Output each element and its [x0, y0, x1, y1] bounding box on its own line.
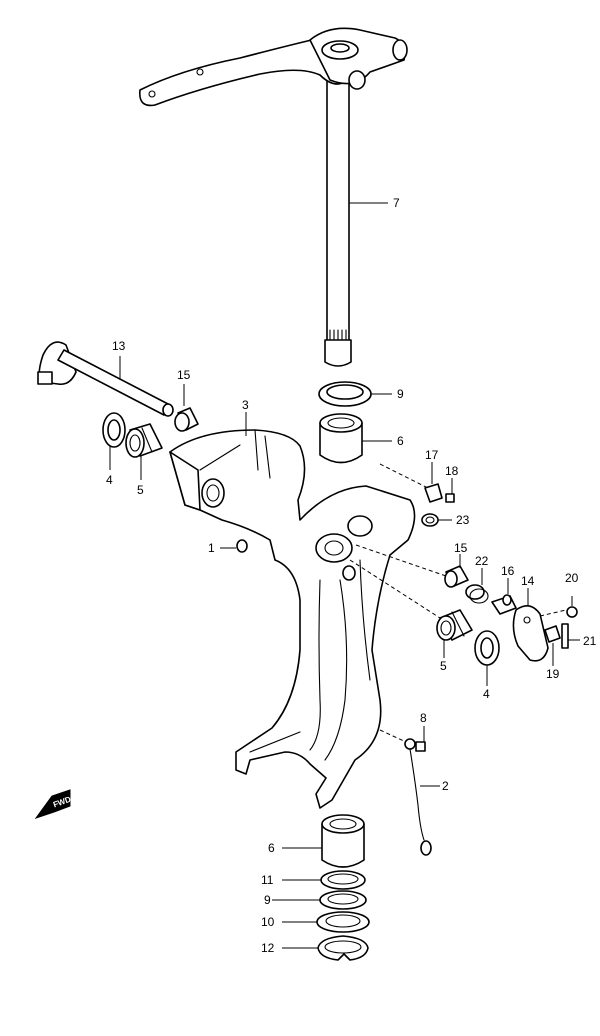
collar-15-right	[355, 544, 469, 588]
label-15-left: 15	[177, 368, 191, 382]
part-number-labels: 7 9 6 13 15 3 4 5 17 18 23 1 15 22 16 14…	[106, 196, 597, 955]
label-20: 20	[565, 571, 579, 585]
label-5-right: 5	[440, 659, 447, 673]
nut-19	[544, 625, 561, 666]
ground-wire-2	[379, 729, 440, 856]
bolt-18	[445, 478, 455, 503]
collar-15-left	[174, 384, 199, 432]
label-10: 10	[261, 915, 275, 929]
label-9-top: 9	[397, 387, 404, 401]
pin-21	[539, 609, 580, 649]
label-18: 18	[445, 464, 459, 478]
label-21: 21	[583, 634, 597, 648]
swivel-bracket-3	[169, 412, 416, 809]
steering-arm-shaft	[138, 27, 408, 367]
spring-22	[465, 568, 489, 604]
washer-4-right	[474, 630, 500, 686]
tilt-lock-14	[512, 588, 549, 662]
label-13: 13	[112, 339, 126, 353]
circlip-12	[282, 935, 369, 961]
label-11: 11	[261, 873, 274, 887]
label-4-left: 4	[106, 473, 113, 487]
label-4-right: 4	[483, 687, 490, 701]
label-8: 8	[420, 711, 427, 725]
label-1: 1	[208, 541, 215, 555]
label-17: 17	[425, 448, 439, 462]
label-12: 12	[261, 941, 275, 955]
label-3: 3	[242, 398, 249, 412]
clip-23	[421, 513, 452, 527]
label-22: 22	[475, 554, 489, 568]
washer-4-left	[102, 412, 126, 470]
bushing-6-top	[319, 413, 392, 464]
label-2: 2	[442, 779, 449, 793]
label-5-left: 5	[137, 483, 144, 497]
label-9-bottom: 9	[264, 893, 271, 907]
label-15-right: 15	[454, 541, 468, 555]
washer-11	[282, 870, 366, 890]
bushing-5-right	[349, 559, 473, 658]
label-6-bottom: 6	[268, 841, 275, 855]
washer-9-top	[318, 381, 392, 407]
plate-17	[379, 462, 443, 503]
bolt-8	[415, 726, 426, 752]
washer-10	[282, 911, 370, 933]
tilt-rod-13	[37, 341, 174, 417]
bushing-5-left	[125, 423, 163, 480]
grease-nipple-1	[220, 539, 248, 553]
lever-16	[491, 578, 517, 615]
label-7: 7	[393, 196, 400, 210]
label-16: 16	[501, 564, 515, 578]
label-23: 23	[456, 513, 470, 527]
label-19: 19	[546, 667, 560, 681]
label-14: 14	[521, 574, 535, 588]
forward-direction-arrow: FWD	[34, 789, 72, 819]
washer-20	[566, 596, 578, 618]
washer-9-bottom	[272, 890, 367, 910]
label-6-top: 6	[397, 434, 404, 448]
bushing-6-bottom	[282, 814, 365, 868]
